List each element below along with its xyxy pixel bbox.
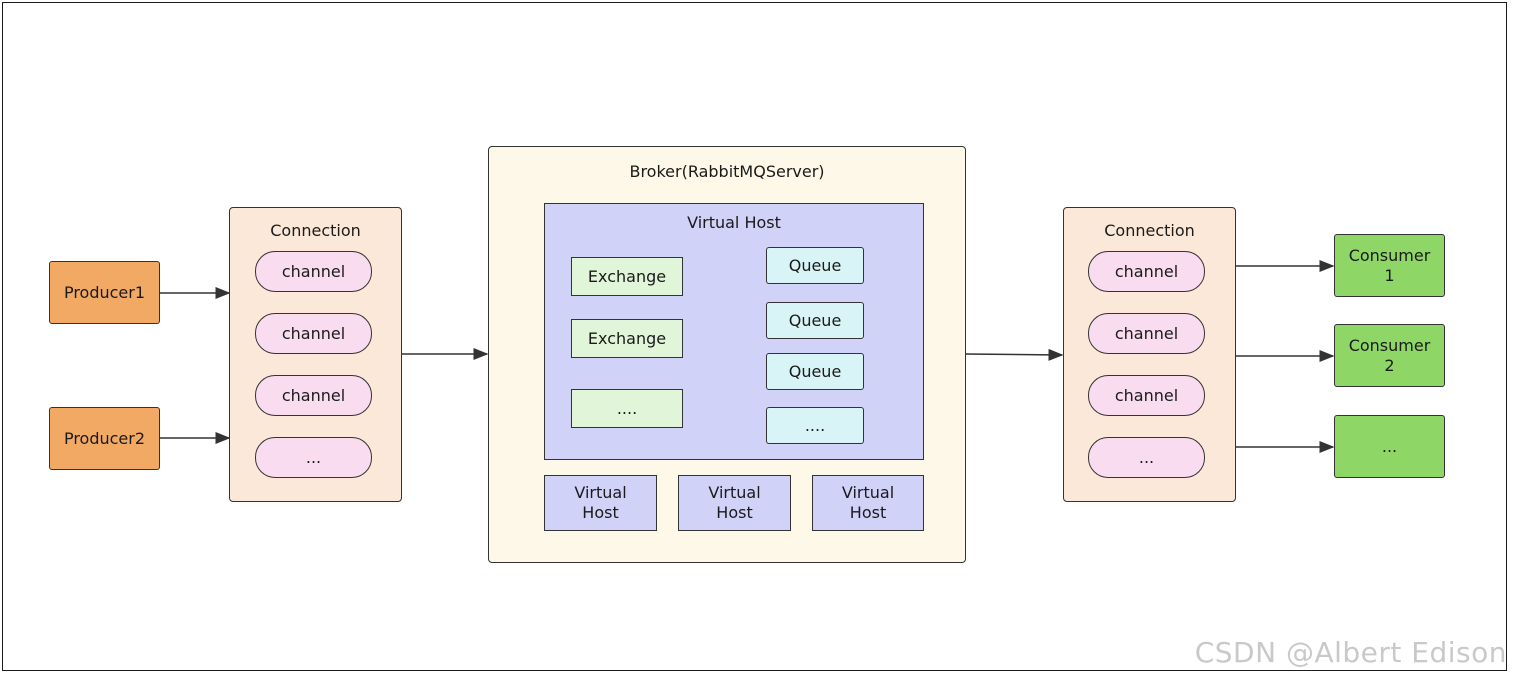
right-connection-title: Connection bbox=[1104, 221, 1195, 240]
queue-3: Queue bbox=[766, 353, 864, 390]
consumer-2: Consumer 2 bbox=[1334, 324, 1445, 387]
left-channel-1-label: channel bbox=[281, 261, 346, 281]
virtual-host-small-3-label: Virtual Host bbox=[841, 483, 895, 522]
exchange-more-label: .... bbox=[616, 398, 638, 418]
left-channel-3: channel bbox=[255, 375, 372, 416]
right-channel-4: ... bbox=[1088, 437, 1205, 478]
left-channel-2-label: channel bbox=[281, 323, 346, 343]
virtual-host-small-2-label: Virtual Host bbox=[708, 483, 761, 522]
right-channel-2-label: channel bbox=[1114, 323, 1179, 343]
consumer-1: Consumer 1 bbox=[1334, 234, 1445, 297]
consumer-3: ... bbox=[1334, 415, 1445, 478]
left-channel-4-label: ... bbox=[305, 447, 322, 467]
right-channel-4-label: ... bbox=[1138, 447, 1155, 467]
left-channel-1: channel bbox=[255, 251, 372, 292]
queue-2-label: Queue bbox=[788, 310, 842, 330]
exchange-more: .... bbox=[571, 389, 683, 428]
right-channel-1: channel bbox=[1088, 251, 1205, 292]
consumer-2-label: Consumer 2 bbox=[1348, 335, 1431, 375]
producer-1: Producer1 bbox=[49, 261, 160, 324]
exchange-2-label: Exchange bbox=[587, 328, 667, 348]
queue-2: Queue bbox=[766, 302, 864, 339]
virtual-host-small-2: Virtual Host bbox=[678, 475, 791, 531]
left-channel-3-label: channel bbox=[281, 385, 346, 405]
queue-3-label: Queue bbox=[788, 361, 842, 381]
consumer-3-label: ... bbox=[1381, 436, 1398, 456]
left-channel-2: channel bbox=[255, 313, 372, 354]
exchange-1: Exchange bbox=[571, 257, 683, 296]
virtual-host-small-1: Virtual Host bbox=[544, 475, 657, 531]
queue-1-label: Queue bbox=[788, 255, 842, 275]
right-channel-3: channel bbox=[1088, 375, 1205, 416]
left-channel-4: ... bbox=[255, 437, 372, 478]
queue-1: Queue bbox=[766, 247, 864, 284]
producer-2: Producer2 bbox=[49, 407, 160, 470]
watermark: CSDN @Albert Edison bbox=[1194, 636, 1507, 669]
broker-title: Broker(RabbitMQServer) bbox=[629, 162, 825, 181]
producer-2-label: Producer2 bbox=[63, 428, 146, 448]
exchange-1-label: Exchange bbox=[587, 266, 667, 286]
virtual-host-main-title: Virtual Host bbox=[687, 213, 781, 232]
right-channel-2: channel bbox=[1088, 313, 1205, 354]
exchange-2: Exchange bbox=[571, 319, 683, 358]
queue-more: .... bbox=[766, 407, 864, 444]
right-channel-3-label: channel bbox=[1114, 385, 1179, 405]
queue-more-label: .... bbox=[804, 415, 826, 435]
virtual-host-small-1-label: Virtual Host bbox=[574, 483, 627, 522]
consumer-1-label: Consumer 1 bbox=[1348, 245, 1431, 285]
left-connection-title: Connection bbox=[270, 221, 361, 240]
virtual-host-small-3: Virtual Host bbox=[812, 475, 924, 531]
right-channel-1-label: channel bbox=[1114, 261, 1179, 281]
producer-1-label: Producer1 bbox=[63, 282, 146, 302]
arrow-broker-to-connection bbox=[964, 348, 1064, 361]
